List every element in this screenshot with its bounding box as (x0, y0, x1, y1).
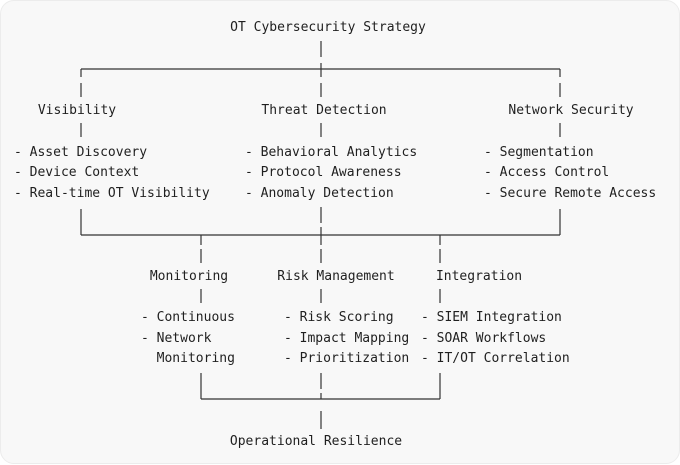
list-item: - Secure Remote Access (484, 186, 657, 201)
branch-title-threat-detection: Threat Detection (261, 103, 387, 118)
list-item: - SOAR Workflows (421, 331, 547, 346)
list-item: Monitoring (141, 351, 235, 366)
list-item: - Impact Mapping (284, 331, 410, 346)
list-item: - IT/OT Correlation (421, 351, 570, 366)
list-item: - Access Control (484, 165, 610, 180)
list-item: - Risk Scoring (284, 310, 394, 325)
list-item: - Network (141, 331, 212, 346)
list-item: - Prioritization (284, 351, 410, 366)
list-item: - Device Context (14, 165, 140, 180)
branch-title-integration: Integration (435, 269, 523, 284)
branch-title-network-security: Network Security (508, 103, 634, 118)
list-item: - Behavioral Analytics (245, 145, 418, 160)
branch-title-visibility: Visibility (37, 103, 117, 118)
list-item: - SIEM Integration (421, 310, 562, 325)
outcome-title: Operational Resilience (229, 434, 403, 449)
branch-title-risk-management: Risk Management (277, 269, 395, 284)
list-item: - Anomaly Detection (245, 186, 394, 201)
list-item: - Protocol Awareness (245, 165, 402, 180)
list-item: - Real-time OT Visibility (14, 186, 210, 201)
list-item: - Segmentation (484, 145, 594, 160)
list-item: - Continuous (141, 310, 235, 325)
branch-title-monitoring: Monitoring (149, 269, 229, 284)
root-title: OT Cybersecurity Strategy (230, 20, 426, 35)
list-item: - Asset Discovery (14, 145, 148, 160)
